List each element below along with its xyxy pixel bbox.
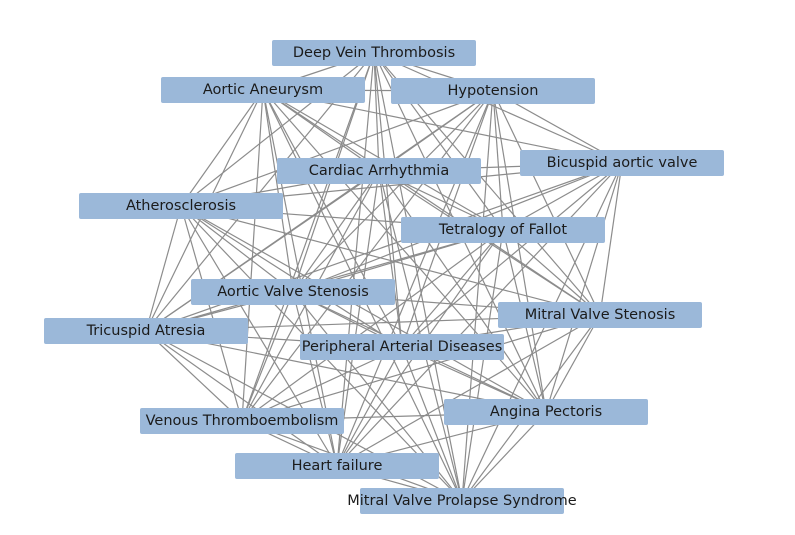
node-venous-thromboembolism[interactable]: Venous Thromboembolism: [140, 408, 344, 434]
node-label: Cardiac Arrhythmia: [309, 163, 449, 179]
node-box: [235, 453, 439, 479]
edge-ath-ap: [180, 205, 547, 413]
node-label: Bicuspid aortic valve: [547, 155, 698, 171]
node-label: Heart failure: [292, 458, 383, 474]
edge-dvt-vte: [241, 52, 375, 422]
node-label: Tetralogy of Fallot: [438, 222, 568, 238]
edge-dvt-pad: [373, 52, 403, 348]
node-box: [444, 399, 648, 425]
edge-tof-mvps: [461, 229, 504, 502]
node-label: Aortic Aneurysm: [203, 82, 323, 98]
node-mitral-valve-prolapse-syndrome[interactable]: Mitral Valve Prolapse Syndrome: [347, 488, 577, 514]
edge-mvs-vte: [241, 314, 601, 422]
node-bicuspid-aortic-valve[interactable]: Bicuspid aortic valve: [520, 150, 724, 176]
edge-avs-vte: [241, 291, 294, 422]
node-tricuspid-atresia[interactable]: Tricuspid Atresia: [44, 318, 248, 344]
node-box: [191, 279, 395, 305]
node-box: [498, 302, 702, 328]
node-heart-failure[interactable]: Heart failure: [235, 453, 439, 479]
edge-mvs-ap: [545, 314, 601, 413]
edge-ca-ap: [378, 170, 547, 413]
edge-tof-vte: [241, 229, 504, 422]
node-label: Mitral Valve Stenosis: [525, 307, 676, 323]
node-mitral-valve-stenosis[interactable]: Mitral Valve Stenosis: [498, 302, 702, 328]
node-box: [79, 193, 283, 219]
node-hypotension[interactable]: Hypotension: [391, 78, 595, 104]
edge-ca-ta: [145, 170, 380, 332]
edge-ca-avs: [292, 170, 380, 293]
node-aortic-valve-stenosis[interactable]: Aortic Valve Stenosis: [191, 279, 395, 305]
edge-pad-mvps: [401, 346, 463, 502]
node-label: Hypotension: [447, 83, 538, 99]
edge-hypo-hf: [336, 90, 494, 467]
node-layer: Deep Vein Thrombosis Aortic Aneurysm Hyp…: [44, 40, 724, 514]
node-label: Deep Vein Thrombosis: [293, 45, 455, 61]
node-angina-pectoris[interactable]: Angina Pectoris: [444, 399, 648, 425]
node-box: [277, 158, 481, 184]
edge-ta-ap: [145, 330, 547, 413]
edge-dvt-ca: [373, 52, 380, 172]
edge-aa-ath: [180, 89, 264, 207]
node-box: [401, 217, 605, 243]
node-box: [44, 318, 248, 344]
edge-bav-hf: [336, 162, 623, 467]
edge-ta-vte: [145, 330, 243, 422]
node-atherosclerosis[interactable]: Atherosclerosis: [79, 193, 283, 219]
node-box: [140, 408, 344, 434]
node-box: [391, 78, 595, 104]
edge-hypo-ath: [180, 90, 494, 207]
node-box: [272, 40, 476, 66]
edge-ath-avs: [180, 205, 294, 293]
edge-hypo-ap: [492, 90, 547, 413]
edge-dvt-bav: [373, 52, 623, 164]
node-label: Venous Thromboembolism: [146, 413, 339, 429]
edge-ca-pad: [378, 170, 403, 348]
edge-hypo-tof: [492, 90, 504, 231]
edge-aa-vte: [241, 89, 264, 422]
node-label: Angina Pectoris: [490, 404, 602, 420]
edge-tof-mvs: [502, 229, 601, 316]
node-cardiac-arrhythmia[interactable]: Cardiac Arrhythmia: [277, 158, 481, 184]
edge-bav-mvs: [599, 162, 623, 316]
node-label: Atherosclerosis: [126, 198, 236, 214]
edge-dvt-mvps: [373, 52, 463, 502]
edge-bav-pad: [401, 162, 623, 348]
node-box: [360, 488, 564, 514]
node-aortic-aneurysm[interactable]: Aortic Aneurysm: [161, 77, 365, 103]
edge-ath-mvs: [180, 205, 601, 316]
node-label: Peripheral Arterial Diseases: [302, 339, 503, 355]
node-box: [520, 150, 724, 176]
edge-ath-ta: [145, 205, 182, 332]
edge-pad-hf: [336, 346, 403, 467]
edge-aa-mvs: [262, 89, 601, 316]
edge-dvt-hf: [336, 52, 375, 467]
node-label: Mitral Valve Prolapse Syndrome: [347, 493, 577, 509]
edge-aa-hf: [262, 89, 338, 467]
node-label: Tricuspid Atresia: [86, 323, 206, 339]
edge-aa-avs: [262, 89, 294, 293]
edge-mvs-hf: [336, 314, 601, 467]
edge-ap-mvps: [461, 411, 547, 502]
edge-hypo-mvs: [492, 90, 601, 316]
node-deep-vein-thrombosis[interactable]: Deep Vein Thrombosis: [272, 40, 476, 66]
node-box: [300, 334, 504, 360]
node-tetralogy-of-fallot[interactable]: Tetralogy of Fallot: [401, 217, 605, 243]
node-peripheral-arterial-diseases[interactable]: Peripheral Arterial Diseases: [300, 334, 504, 360]
node-box: [161, 77, 365, 103]
node-label: Aortic Valve Stenosis: [217, 284, 369, 300]
edge-hypo-mvps: [461, 90, 494, 502]
edge-avs-hf: [292, 291, 338, 467]
edge-tof-pad: [401, 229, 504, 348]
